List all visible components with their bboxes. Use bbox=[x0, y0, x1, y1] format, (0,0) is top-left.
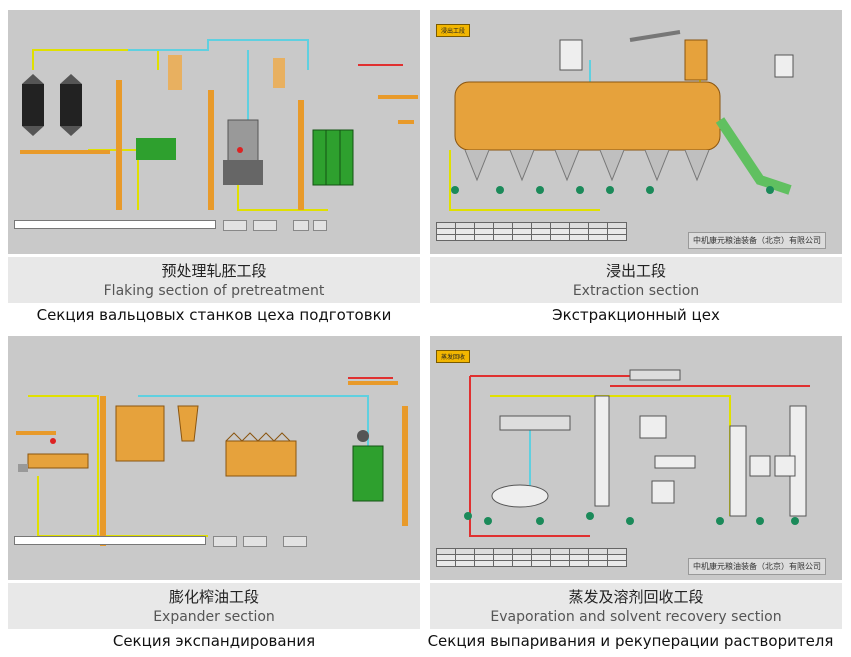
cyclone bbox=[177, 405, 199, 442]
hopper bbox=[168, 55, 182, 90]
screenshot-extraction-section: 浸出工段 中机康元粮油装备（北京）有限公司 bbox=[430, 10, 842, 254]
separator-tank bbox=[491, 484, 549, 508]
heater bbox=[629, 369, 681, 381]
caption-extraction: 浸出工段 Extraction section bbox=[430, 257, 842, 303]
tank bbox=[559, 39, 583, 71]
expander bbox=[27, 453, 89, 469]
conveyor bbox=[20, 150, 110, 154]
flaking-diagram bbox=[20, 39, 418, 211]
caption-zh: 预处理轧胚工段 bbox=[161, 262, 267, 280]
screenshot-evaporation-section: 蒸发回收 中机康元粮油装备（北京 bbox=[430, 336, 842, 580]
caption-ru-flaking: Секция вальцовых станков цеха подготовки bbox=[36, 306, 392, 324]
status-table bbox=[436, 548, 627, 567]
pump bbox=[451, 186, 459, 194]
caption-en: Expander section bbox=[153, 609, 275, 625]
dryer bbox=[115, 405, 165, 462]
screen-tag: 蒸发回收 bbox=[436, 350, 471, 363]
status-bar bbox=[14, 536, 206, 545]
pipe-cyan bbox=[128, 39, 309, 70]
silo-right bbox=[60, 74, 82, 136]
extraction-diagram bbox=[449, 30, 794, 211]
evaporation-diagram bbox=[464, 369, 810, 537]
caption-en: Extraction section bbox=[572, 283, 700, 299]
screen-button-2[interactable] bbox=[253, 220, 277, 231]
meal-conveyor bbox=[715, 117, 792, 195]
caption-expander: 膨化榨油工段 Expander section bbox=[8, 583, 420, 629]
condenser bbox=[499, 415, 571, 431]
silo-left bbox=[22, 74, 44, 136]
company-name: 中机康元粮油装备（北京）有限公司 bbox=[688, 232, 826, 249]
hopper bbox=[684, 39, 708, 81]
extractor bbox=[454, 81, 721, 151]
caption-zh: 蒸发及溶剂回收工段 bbox=[568, 588, 704, 606]
screen-button-3[interactable] bbox=[293, 220, 309, 231]
screenshot-expander-section bbox=[8, 336, 420, 580]
company-name: 中机康元粮油装备（北京）有限公司 bbox=[688, 558, 826, 575]
evaporator-column bbox=[594, 395, 610, 507]
caption-en: Flaking section of pretreatment bbox=[103, 283, 325, 299]
screen-button-2[interactable] bbox=[243, 536, 267, 547]
screw-press bbox=[352, 445, 384, 502]
cooler bbox=[225, 440, 297, 477]
status-bar bbox=[14, 220, 216, 229]
screen-button-1[interactable] bbox=[223, 220, 247, 231]
caption-ru-evaporation: Секция выпаривания и рекуперации раствор… bbox=[427, 632, 834, 650]
caption-zh: 膨化榨油工段 bbox=[168, 588, 259, 606]
caption-flaking: 预处理轧胚工段 Flaking section of pretreatment bbox=[8, 257, 420, 303]
screenshot-flaking-section bbox=[8, 10, 420, 254]
caption-ru-extraction: Экстракционный цех bbox=[552, 306, 720, 324]
screen-tag: 浸出工段 bbox=[436, 24, 471, 37]
cooler bbox=[312, 129, 354, 186]
elevator bbox=[100, 396, 106, 546]
caption-ru-expander: Секция экспандирования bbox=[112, 632, 316, 650]
pipe-yellow bbox=[32, 49, 159, 70]
nav-arrows-button[interactable] bbox=[283, 536, 307, 547]
next-arrow-button[interactable] bbox=[313, 220, 327, 231]
caption-zh: 浸出工段 bbox=[605, 262, 666, 280]
flaker bbox=[136, 138, 176, 160]
caption-en: Evaporation and solvent recovery section bbox=[490, 609, 782, 625]
status-table bbox=[436, 222, 627, 241]
screen-button-1[interactable] bbox=[213, 536, 237, 547]
caption-evaporation: 蒸发及溶剂回收工段 Evaporation and solvent recove… bbox=[430, 583, 842, 629]
pump bbox=[464, 512, 472, 520]
